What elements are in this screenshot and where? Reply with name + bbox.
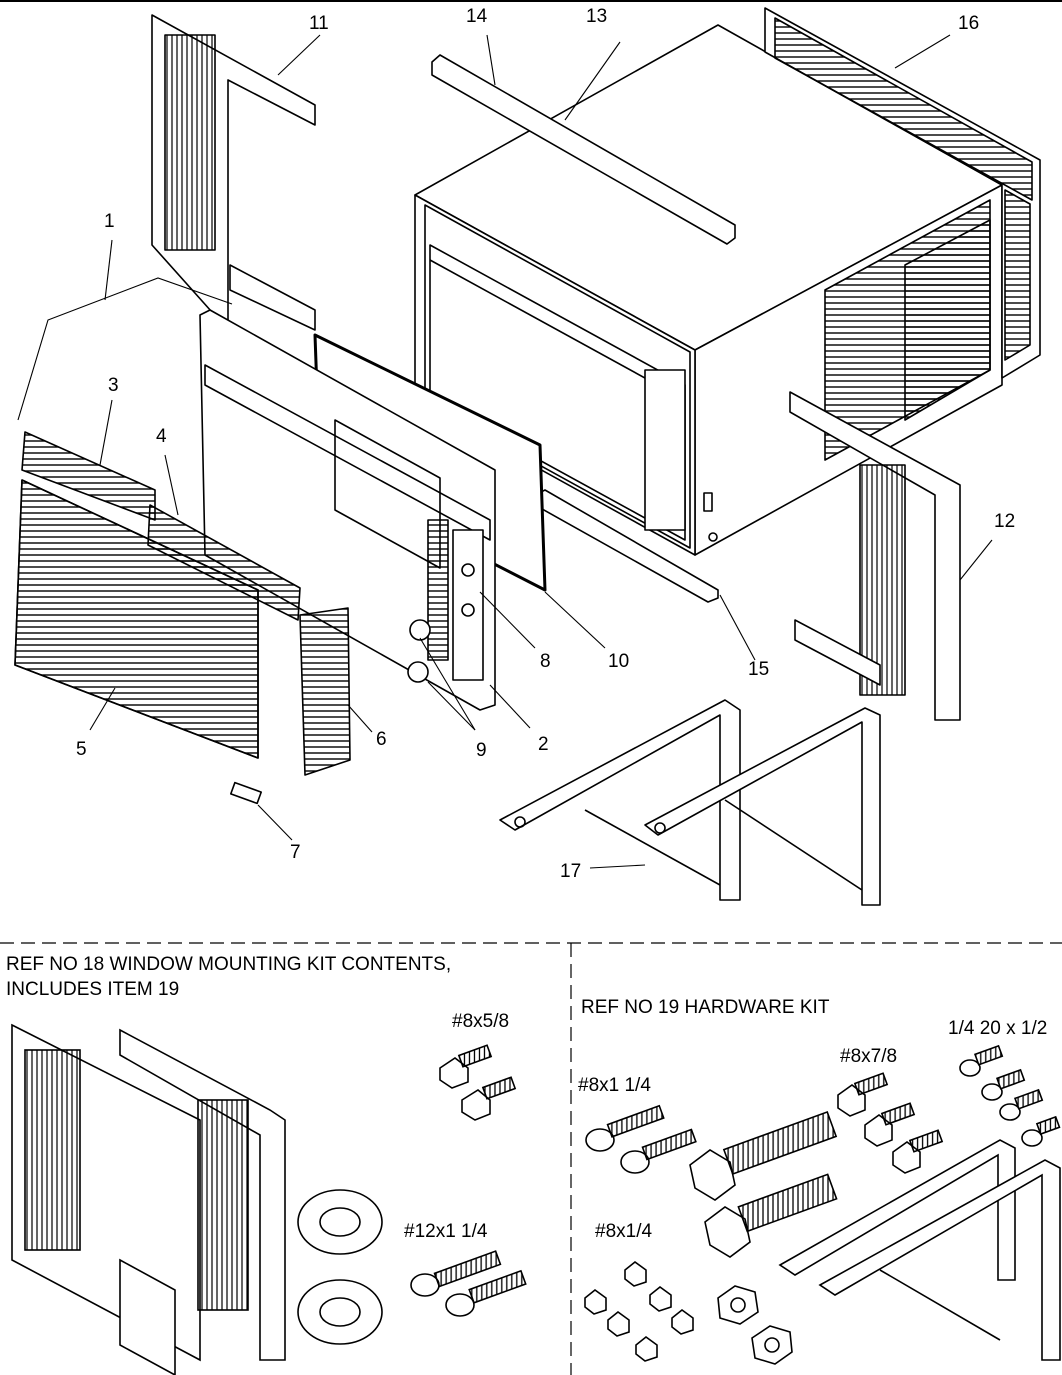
screw-12x1-1-4 — [410, 1250, 527, 1317]
right-side-curtain — [789, 391, 961, 721]
kit19-brackets — [778, 1139, 1061, 1361]
top-rail — [431, 54, 736, 245]
callout-17: 17 — [560, 861, 582, 882]
discharge-louver-right — [147, 504, 301, 621]
callout-7: 7 — [290, 842, 301, 863]
bolt-hex-large — [689, 1110, 838, 1258]
screw-8x7-8 — [837, 1072, 944, 1174]
hex-nuts — [717, 1285, 793, 1365]
side-grille — [299, 607, 351, 776]
left-side-curtain — [151, 14, 316, 331]
kit18-screw-b-label: #12x1 1/4 — [404, 1221, 488, 1242]
screw-1-4-20x1-2 — [959, 1044, 1061, 1147]
kit18-parts — [11, 1023, 527, 1375]
cabinet-outer-case — [414, 24, 1003, 556]
kit19-title: REF NO 19 HARDWARE KIT — [581, 997, 830, 1018]
main-assembly — [14, 7, 1041, 906]
front-panel-frame — [199, 309, 496, 711]
kit18-screw-a-label: #8x5/8 — [452, 1011, 510, 1032]
leader-lines — [17, 34, 993, 869]
callout-1: 1 — [104, 211, 115, 232]
callout-10: 10 — [608, 651, 630, 672]
kit19-screw-b-label: #8x7/8 — [840, 1046, 898, 1067]
callout-12: 12 — [994, 511, 1016, 532]
kit19-screw-c-label: 1/4 20 x 1/2 — [948, 1018, 1048, 1039]
callout-9: 9 — [476, 740, 487, 761]
callout-14: 14 — [466, 6, 488, 27]
callout-2: 2 — [538, 734, 549, 755]
callout-13: 13 — [586, 6, 608, 27]
kit18-rail — [119, 1258, 176, 1375]
callout-4: 4 — [156, 426, 167, 447]
screw-8x5-8 — [439, 1044, 517, 1121]
callout-11: 11 — [309, 13, 329, 34]
filter-tab — [229, 781, 263, 805]
callout-8: 8 — [540, 651, 551, 672]
rear-grille — [764, 7, 1041, 379]
callout-15: 15 — [748, 659, 770, 680]
kit19-parts — [584, 1044, 1061, 1365]
kit18-title-line1: REF NO 18 WINDOW MOUNTING KIT CONTENTS, — [6, 954, 452, 975]
kit19-screw-a-label: #8x1 1/4 — [578, 1075, 651, 1096]
control-knobs — [407, 619, 431, 683]
screw-8x1-4 — [584, 1260, 694, 1362]
callout-16: 16 — [958, 13, 980, 34]
support-brackets — [499, 699, 881, 906]
kit19-screw-d-label: #8x1/4 — [595, 1221, 653, 1242]
callout-5: 5 — [76, 739, 87, 760]
screw-8x1-1-4 — [585, 1104, 697, 1174]
kit18-title-line2: INCLUDES ITEM 19 — [6, 979, 180, 1000]
callout-3: 3 — [108, 375, 119, 396]
callout-6: 6 — [376, 729, 387, 750]
